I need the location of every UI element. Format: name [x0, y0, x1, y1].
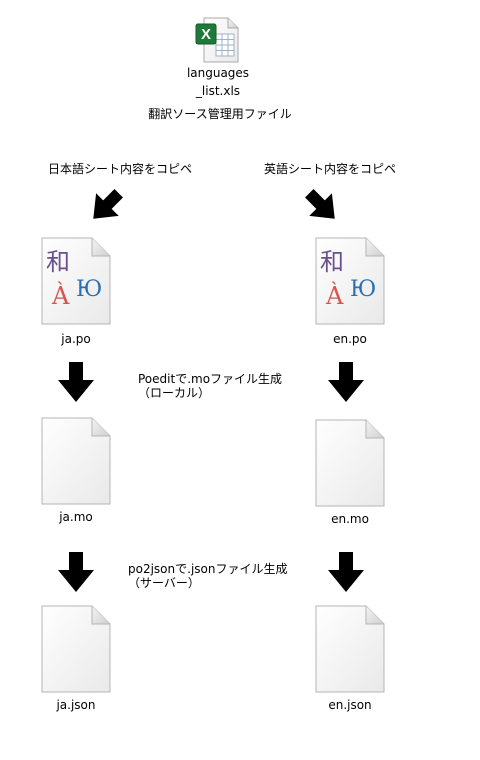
down-arrow-ja-2 — [58, 552, 94, 592]
po-file-icon-ja[interactable]: 和 À Ю — [40, 236, 112, 326]
po2json-step-label: po2jsonで.jsonファイル生成 — [128, 562, 288, 576]
right-column-heading: 英語シート内容をコピペ — [263, 162, 396, 176]
excel-file-name-line1: languages — [186, 66, 250, 80]
down-arrow-en-1 — [328, 362, 364, 402]
diagonal-arrow-down-left — [86, 188, 126, 224]
svg-text:X: X — [201, 26, 211, 43]
left-column-heading: 日本語シート内容をコピペ — [47, 162, 192, 176]
latin-glyph: À — [51, 281, 70, 310]
poedit-step-label: Poeditで.moファイル生成 — [138, 372, 283, 386]
down-arrow-en-2 — [328, 552, 364, 592]
cyrillic-glyph: Ю — [76, 277, 102, 302]
cyrillic-glyph: Ю — [350, 277, 376, 302]
mo-file-name-ja: ja.mo — [59, 510, 93, 524]
poedit-step-note: （ローカル） — [138, 386, 211, 400]
mo-file-icon-en[interactable] — [314, 418, 386, 508]
po2json-step-note: （サーバー） — [128, 576, 200, 590]
excel-file-name-line2: _list.xls — [195, 84, 241, 98]
kanji-glyph: 和 — [46, 248, 70, 276]
json-file-name-ja: ja.json — [56, 698, 96, 712]
json-file-icon-ja[interactable] — [40, 604, 112, 694]
diagonal-arrow-down-right — [302, 188, 342, 224]
kanji-glyph: 和 — [320, 248, 344, 276]
mo-file-name-en: en.mo — [331, 512, 369, 526]
latin-glyph: À — [325, 281, 344, 310]
po-file-name-ja: ja.po — [61, 332, 91, 346]
json-file-icon-en[interactable] — [314, 604, 386, 694]
po-file-icon-en[interactable]: 和 À Ю — [314, 236, 386, 326]
excel-file-icon[interactable]: X — [194, 16, 242, 64]
json-file-name-en: en.json — [328, 698, 372, 712]
po-file-name-en: en.po — [333, 332, 367, 346]
down-arrow-ja-1 — [58, 362, 94, 402]
mo-file-icon-ja[interactable] — [40, 416, 112, 506]
source-file-caption: 翻訳ソース管理用ファイル — [148, 107, 292, 121]
